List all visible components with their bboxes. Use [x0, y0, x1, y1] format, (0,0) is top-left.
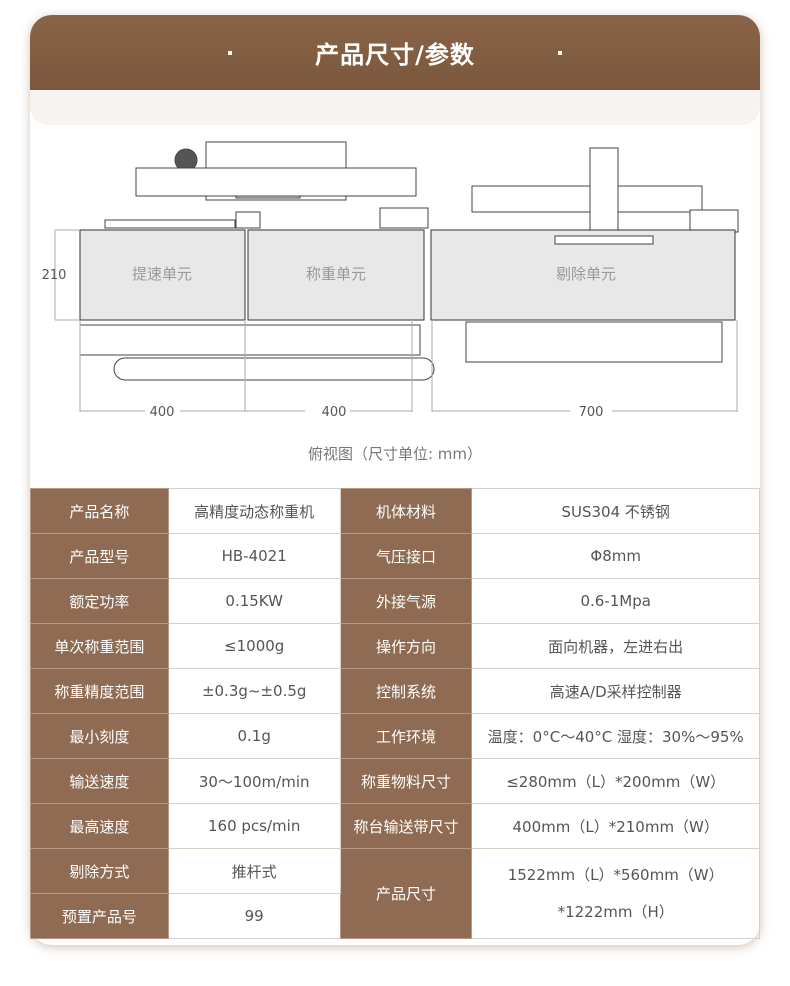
spec-label: 输送速度 — [30, 758, 169, 804]
length-dimension: 700 — [579, 405, 604, 420]
spec-value: 0.1g — [167, 713, 341, 759]
spec-label: 操作方向 — [339, 623, 473, 669]
spec-value: 30～100m/min — [167, 758, 341, 804]
spec-label: 称台输送带尺寸 — [339, 803, 473, 849]
spec-label: 外接气源 — [339, 578, 473, 624]
spec-label: 控制系统 — [339, 668, 473, 714]
decor-dot — [558, 51, 562, 55]
spec-value: 160 pcs/min — [167, 803, 341, 849]
spec-value: 0.15KW — [167, 578, 341, 624]
top-view-diagram: 提速单元 称重单元 剔除单元 210 400 400 700 — [42, 141, 739, 420]
reject-unit — [430, 229, 736, 321]
header-banner: 产品尺寸/参数 — [30, 15, 760, 90]
spec-value-line: *1222mm（H） — [557, 902, 674, 921]
spec-value: 99 — [167, 893, 341, 939]
spec-value: 高精度动态称重机 — [167, 488, 341, 534]
unit-label: 剔除单元 — [556, 265, 616, 283]
spec-value: ≤1000g — [167, 623, 341, 669]
spec-value: 400mm（L）*210mm（W） — [471, 803, 760, 849]
weighing-unit — [247, 229, 425, 321]
spec-label: 称重物料尺寸 — [339, 758, 473, 804]
decor-dot — [228, 51, 232, 55]
length-dimension: 400 — [322, 405, 347, 420]
speedup-unit — [79, 229, 246, 321]
unit-label: 提速单元 — [132, 265, 192, 283]
spec-value: 高速A/D采样控制器 — [471, 668, 760, 714]
spec-value: 推杆式 — [167, 848, 341, 894]
spec-value: ≤280mm（L）*200mm（W） — [471, 758, 760, 804]
table-row: 剔除方式推杆式产品尺寸 1522mm（L）*560mm（W） *1222mm（H） — [30, 848, 760, 939]
spec-label: 单次称重范围 — [30, 623, 169, 669]
spec-label: 预置产品号 — [30, 893, 169, 939]
spec-value: SUS304 不锈钢 — [471, 488, 760, 534]
spec-value: ±0.3g~±0.5g — [167, 668, 341, 714]
spec-label: 机体材料 — [339, 488, 473, 534]
length-dimension: 400 — [150, 405, 175, 420]
spec-value-line: 1522mm（L）*560mm（W） — [507, 865, 724, 884]
spec-label: 工作环境 — [339, 713, 473, 759]
spec-value: 面向机器，左进右出 — [471, 623, 760, 669]
motor-assembly — [79, 141, 435, 381]
spec-value: 温度：0°C～40°C 湿度：30%～95% — [471, 713, 760, 759]
unit-label: 称重单元 — [306, 265, 366, 283]
spec-label: 最小刻度 — [30, 713, 169, 759]
spec-label: 最高速度 — [30, 803, 169, 849]
spec-label: 额定功率 — [30, 578, 169, 624]
page-title: 产品尺寸/参数 — [315, 41, 475, 69]
spec-label: 剔除方式 — [30, 848, 169, 894]
diagram-caption: 俯视图（尺寸单位: mm） — [307, 445, 483, 463]
spec-label: 产品尺寸 — [339, 848, 473, 939]
header-band — [30, 90, 760, 125]
height-dimension: 210 — [42, 268, 67, 283]
spec-value: 1522mm（L）*560mm（W） *1222mm（H） — [471, 848, 760, 939]
spec-value: Φ8mm — [471, 533, 760, 579]
spec-label: 产品名称 — [30, 488, 169, 534]
spec-label: 气压接口 — [339, 533, 473, 579]
spec-label: 产品型号 — [30, 533, 169, 579]
spec-value: HB-4021 — [167, 533, 341, 579]
spec-value: 0.6-1Mpa — [471, 578, 760, 624]
spec-label: 称重精度范围 — [30, 668, 169, 714]
